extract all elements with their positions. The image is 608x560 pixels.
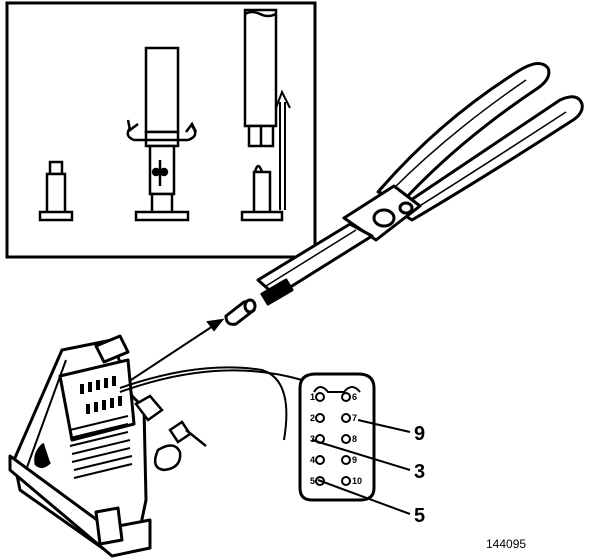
inset-step-3-tool: [243, 8, 278, 148]
inset-panel: [5, 1, 317, 259]
pin-socket: [315, 413, 325, 423]
callout-9: 9: [414, 423, 425, 445]
housing-ribs: [69, 415, 133, 479]
terminal-sleeve: [224, 298, 257, 326]
callout-lines: [311, 419, 411, 515]
callout-3: 3: [414, 461, 425, 483]
inset-step-1-terminal: [38, 160, 74, 222]
pin-4: 4: [310, 455, 325, 465]
connector-pins-graphic: [80, 376, 122, 414]
figure-reference-number: 144095: [486, 537, 526, 551]
control-unit-housing: [8, 334, 152, 558]
pin-socket: [315, 392, 325, 402]
upward-arrow-icon: [275, 89, 291, 210]
pin-2: 2: [310, 413, 325, 423]
harness-clip: [134, 394, 207, 472]
pin-8: 8: [341, 434, 357, 444]
callout-5: 5: [414, 505, 425, 527]
pin-number: 10: [352, 476, 362, 486]
pin-1: 1: [310, 392, 325, 402]
pin-number: 8: [352, 434, 357, 444]
pin-5: 5: [310, 476, 325, 486]
pinout-detail: 1 2 3 4 5 6 7 8 9 10: [298, 372, 376, 502]
zoom-leader-lines: [119, 366, 303, 441]
pin-number: 2: [310, 413, 315, 423]
pin-socket: [341, 455, 351, 465]
pin-10: 10: [341, 476, 362, 486]
pin-number: 9: [352, 455, 357, 465]
pin-7: 7: [341, 413, 357, 423]
extraction-pliers: [256, 62, 584, 306]
pin-number: 7: [352, 413, 357, 423]
pin-grid: 1 2 3 4 5 6 7 8 9 10: [310, 392, 362, 486]
terminal-wire-arrow: [127, 318, 225, 383]
pin-9: 9: [341, 455, 357, 465]
pin-number: 3: [310, 434, 315, 444]
pin-socket: [341, 476, 351, 486]
pin-number: 6: [352, 392, 357, 402]
pin-socket: [341, 392, 351, 402]
pin-socket: [341, 434, 351, 444]
pin-socket: [315, 455, 325, 465]
inset-step-3-terminal: [240, 164, 284, 222]
rotate-arrow-icon: [126, 119, 198, 142]
inset-step-2-tool: [134, 46, 190, 222]
pin-number: 4: [310, 455, 315, 465]
pin-number: 5: [310, 476, 315, 486]
pin-socket: [341, 413, 351, 423]
pinout-outline: [298, 372, 376, 502]
pin-number: 1: [310, 392, 315, 402]
pin-6: 6: [341, 392, 357, 402]
